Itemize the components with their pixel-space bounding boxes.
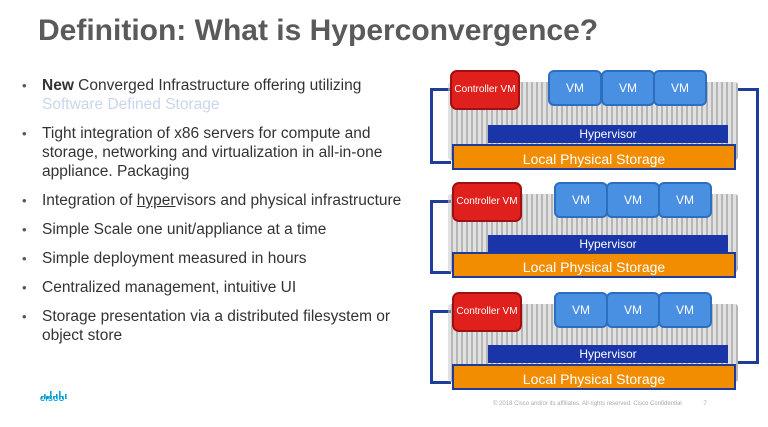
hypervisor-bar: Hypervisor: [488, 235, 728, 253]
connector-line-2: [738, 88, 759, 364]
footer-copyright: © 2018 Cisco and/or its affiliates. All …: [493, 401, 707, 407]
vm-box: VM: [653, 70, 707, 106]
controller-vm: Controller VM: [450, 70, 520, 110]
bullet-text: Tight integration of x86 servers for com…: [42, 125, 383, 180]
hypervisor-bar: Hypervisor: [488, 125, 728, 143]
vm-box: VM: [548, 70, 602, 106]
copyright-text: © 2018 Cisco and/or its affiliates. All …: [493, 401, 682, 407]
bullet-item: Simple Scale one unit/appliance at a tim…: [22, 220, 417, 239]
vm-box: VM: [606, 182, 660, 218]
cisco-logo: CISCO: [40, 387, 70, 405]
vm-box: VM: [658, 292, 712, 328]
hypervisor-bar: Hypervisor: [488, 345, 728, 363]
bullet-bold-text: New: [42, 77, 74, 94]
hci-node-3: Controller VM VM VM VM Hypervisor Local …: [448, 292, 738, 400]
local-storage-bar: Local Physical Storage: [452, 252, 736, 278]
vm-box: VM: [606, 292, 660, 328]
bullet-text: Simple Scale one unit/appliance at a tim…: [42, 221, 327, 238]
slide-title: Definition: What is Hyperconvergence?: [38, 14, 599, 47]
bullet-text-post: visors and physical infrastructure: [175, 192, 402, 209]
cisco-bars-icon: [41, 391, 67, 399]
connector-line-3: [430, 200, 451, 274]
bullet-item: Simple deployment measured in hours: [22, 249, 417, 268]
bullet-text: Storage presentation via a distributed f…: [42, 308, 391, 344]
bullet-item: New Converged Infrastructure offering ut…: [22, 76, 417, 114]
hci-node-1: Controller VM VM VM VM Hypervisor Local …: [448, 70, 738, 178]
page-number: 7: [703, 401, 707, 407]
connector-line-1: [430, 88, 451, 164]
bullet-item: Storage presentation via a distributed f…: [22, 307, 417, 345]
bullet-text-pre: Integration of: [42, 192, 137, 209]
local-storage-bar: Local Physical Storage: [452, 364, 736, 390]
vm-box: VM: [554, 292, 608, 328]
bullet-text: Simple deployment measured in hours: [42, 250, 307, 267]
bullet-item: Integration of hypervisors and physical …: [22, 191, 417, 210]
vm-box: VM: [601, 70, 655, 106]
hci-node-2: Controller VM VM VM VM Hypervisor Local …: [448, 182, 738, 290]
vm-box: VM: [658, 182, 712, 218]
bullet-list: New Converged Infrastructure offering ut…: [22, 76, 417, 355]
bullet-item: Tight integration of x86 servers for com…: [22, 124, 417, 181]
bullet-text: Converged Infrastructure offering utiliz…: [73, 77, 362, 94]
vm-box: VM: [554, 182, 608, 218]
bullet-text: Centralized management, intuitive UI: [42, 279, 297, 296]
bullet-underlined-text: hyper: [136, 192, 176, 209]
software-defined-storage-link[interactable]: Software Defined Storage: [42, 96, 220, 113]
connector-line-4: [430, 310, 451, 384]
controller-vm: Controller VM: [452, 292, 522, 332]
local-storage-bar: Local Physical Storage: [452, 144, 736, 170]
bullet-item: Centralized management, intuitive UI: [22, 278, 417, 297]
cisco-logo-text: CISCO: [40, 396, 65, 403]
controller-vm: Controller VM: [452, 182, 522, 222]
